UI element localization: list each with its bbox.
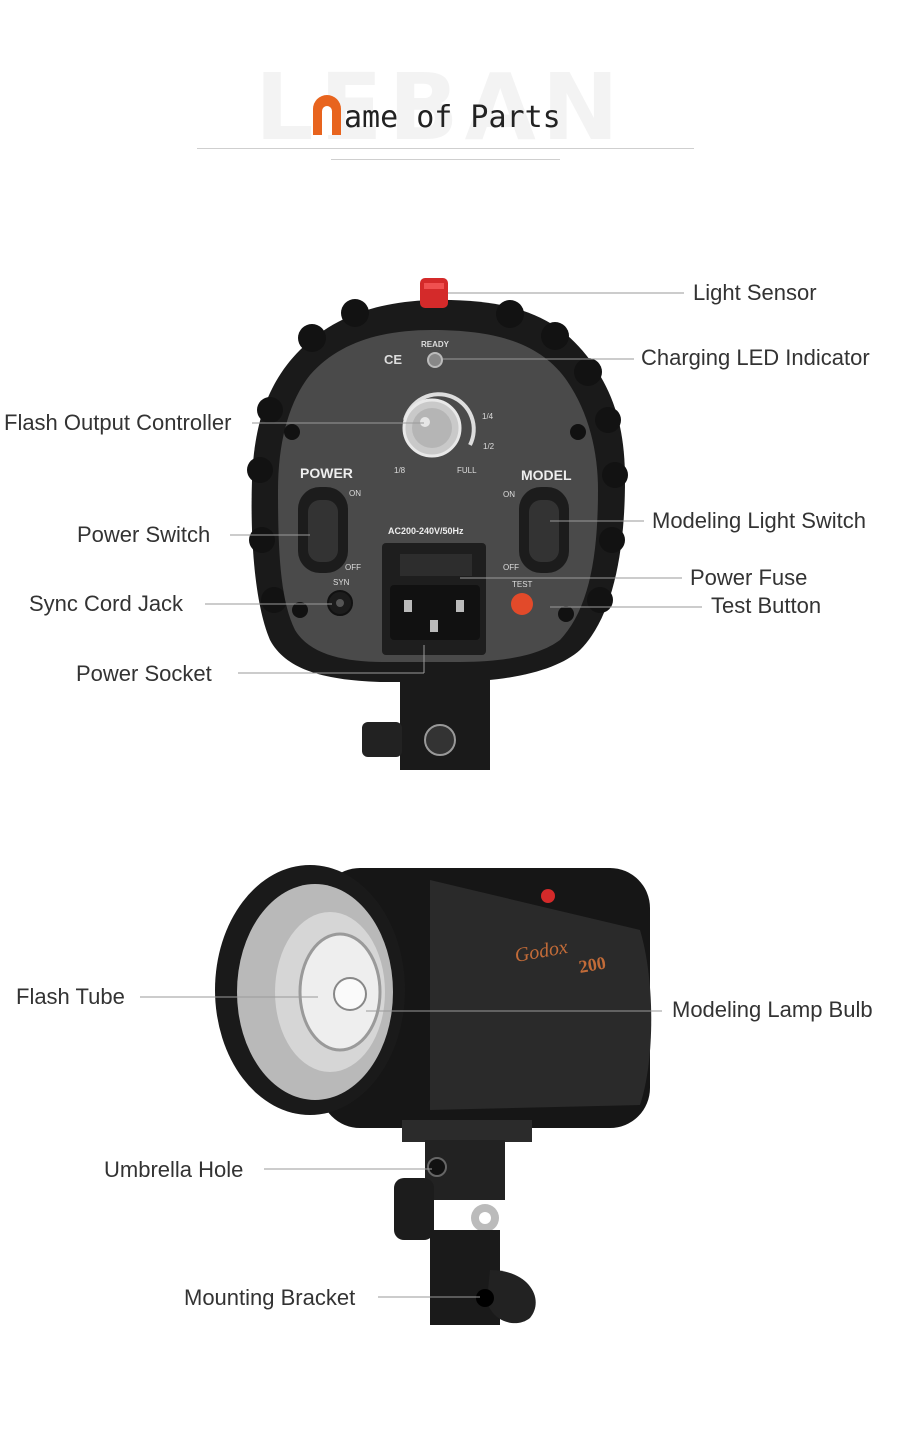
title-text: ame of Parts <box>344 100 561 135</box>
dial-mark-quarter: 1/4 <box>482 412 494 421</box>
page-title: ame of Parts <box>313 95 561 135</box>
power-label: POWER <box>300 465 353 481</box>
label-modeling-switch: Modeling Light Switch <box>652 508 867 533</box>
light-sensor <box>420 278 448 308</box>
label-power-socket: Power Socket <box>76 661 212 686</box>
ready-label: READY <box>421 340 450 349</box>
title-divider-short <box>331 159 560 160</box>
label-charging-led: Charging LED Indicator <box>641 345 870 370</box>
label-umbrella-hole: Umbrella Hole <box>104 1157 244 1182</box>
power-socket <box>390 585 480 640</box>
housing-ridges <box>247 299 628 613</box>
dial-mark-half: 1/2 <box>483 442 495 451</box>
voltage-label: AC200-240V/50Hz <box>388 526 464 536</box>
power-on-label: ON <box>349 489 361 498</box>
label-sync-jack: Sync Cord Jack <box>29 591 184 616</box>
modeling-bulb <box>333 977 367 1011</box>
label-modeling-bulb: Modeling Lamp Bulb <box>672 997 873 1022</box>
ce-mark: CE <box>384 352 403 367</box>
leader-lines <box>140 292 702 1298</box>
power-off-label: OFF <box>345 563 361 572</box>
title-divider-long <box>197 148 694 149</box>
test-label: TEST <box>512 580 533 589</box>
label-power-fuse: Power Fuse <box>690 565 808 590</box>
test-button <box>511 593 533 615</box>
model-on-label: ON <box>503 490 515 499</box>
label-light-sensor: Light Sensor <box>693 280 817 305</box>
model-off-label: OFF <box>503 563 519 572</box>
label-flash-tube: Flash Tube <box>16 984 125 1009</box>
label-power-switch: Power Switch <box>77 522 211 547</box>
charging-led <box>427 352 443 368</box>
label-mounting-bracket: Mounting Bracket <box>184 1285 356 1310</box>
title-initial-letter <box>313 95 341 135</box>
power-fuse <box>400 554 472 576</box>
dial-mark-full: FULL <box>457 466 477 475</box>
syn-label: SYN <box>333 578 350 587</box>
model-label: MODEL <box>521 467 572 483</box>
dial-mark-eighth: 1/8 <box>394 466 406 475</box>
label-flash-output: Flash Output Controller <box>4 410 232 435</box>
model-number: 200 <box>577 953 607 977</box>
control-panel <box>278 330 598 662</box>
label-test-button: Test Button <box>711 593 822 618</box>
